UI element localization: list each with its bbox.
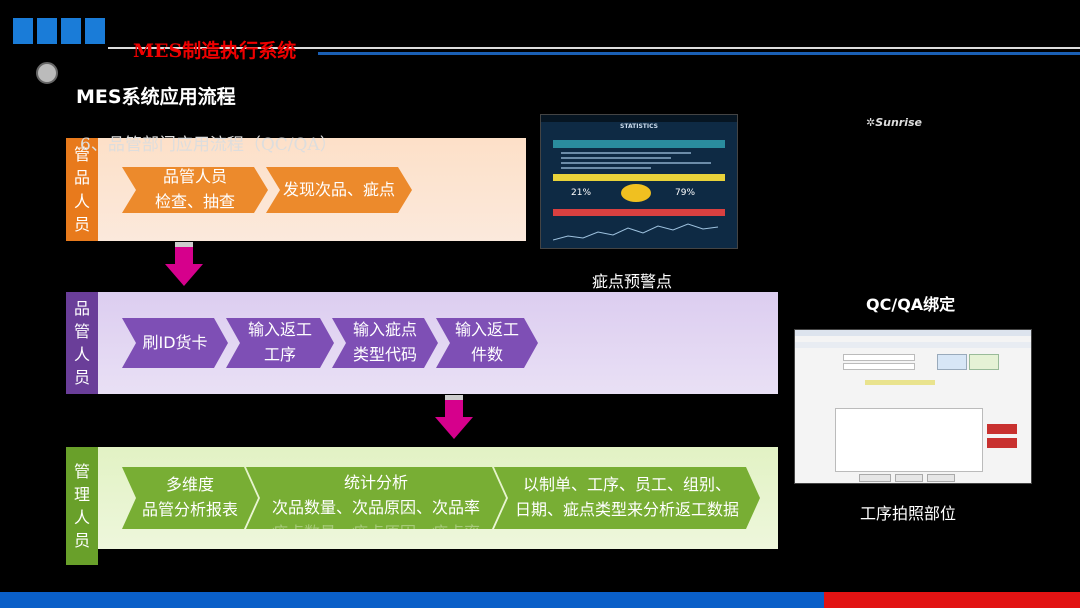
lane-label-char: 人 [73,508,90,527]
subsection-title: 6、品管部门应用流程（QC/QA） [80,135,337,155]
caption-defect-warning: 疵点预警点 [592,272,673,291]
lane-label-char: 员 [73,531,90,551]
progress-line [561,157,671,159]
footer-button [895,474,923,482]
lane-label-char: 品 [73,298,90,318]
step-text: 次品数量、次品原因、次品率 [271,497,480,517]
right-percent: 79% [675,188,696,198]
lane-inspection: 管 品 人 员 品管人员 检查、抽查 发现次品、疵点 [66,138,526,241]
action-button [969,354,999,370]
step-rework-analysis: 以制单、工序、员工、组别、 日期、疵点类型来分析返工数据 [494,467,760,529]
lane-qc-input: 品 管 人 员 刷ID货卡 输入返工 工序 输入疵点 类型代码 输入返工 件数 [66,292,778,394]
section-title: MES系统应用流程 [76,86,236,108]
lane-label: 管 理 人 员 [66,447,98,565]
step-input-rework-process: 输入返工 工序 [226,318,334,368]
footer-button [927,474,955,482]
toolbar [795,342,1031,348]
logo-block-3 [61,18,81,44]
lane-management: 管 理 人 员 多维度 品管分析报表 统计分析 次品数量、次品原因、次品率 疵点… [66,447,778,565]
lane-label: 品 管 人 员 [66,292,98,394]
lane-label-char: 人 [73,345,90,364]
desktop-app-screenshot [794,329,1032,484]
lane-label: 管 品 人 员 [66,138,98,241]
status-bar [541,115,737,122]
progress-line [561,162,711,164]
step-text: 品管人员 [162,167,227,187]
step-inspect: 品管人员 检查、抽查 [122,167,268,213]
lane-label-char: 管 [73,145,90,165]
step-text: 输入返工 [454,320,519,340]
caption-photo-position: 工序拍照部位 [860,504,957,523]
down-arrow-1 [165,242,203,286]
step-input-rework-count: 输入返工 件数 [436,318,538,368]
bullet-dot [36,62,58,84]
trend-line-chart [553,223,719,241]
step-report: 多维度 品管分析报表 [122,467,258,529]
step-text: 多维度 [165,475,214,495]
step-text: 输入返工 [247,320,312,340]
app-title: STATISTICS [620,123,658,130]
step-text: 刷ID货卡 [142,332,208,352]
step-text: 品管分析报表 [141,500,238,519]
lane-label-char: 员 [73,368,90,388]
window-titlebar [795,330,1031,336]
step-text: 发现次品、疵点 [282,179,395,199]
garment-thumb [987,424,1017,434]
alert-bar [553,209,725,216]
lane-label-char: 员 [73,214,90,234]
brand-logo: ✲Sunrise [866,116,922,129]
lane-label-char: 管 [73,321,90,341]
photo-area [835,408,983,472]
brand-icon: ✲ [866,116,876,129]
footer-bar-blue [0,592,824,608]
logo-block-4 [85,18,105,44]
step-text: 工序 [263,345,296,364]
logo-block-2 [37,18,57,44]
logo-block-1 [13,18,33,44]
step-input-defect-code: 输入疵点 类型代码 [332,318,438,368]
step-text: 类型代码 [352,345,417,364]
progress-line [561,152,691,154]
header-divider-light [108,47,1080,49]
footer-button [859,474,891,482]
system-title: MES制造执行系统 [133,40,297,62]
step-text: 检查、抽查 [154,192,235,211]
lane-label-char: 品 [73,168,90,188]
step-text: 输入疵点 [352,320,417,340]
step-text: 件数 [470,345,503,364]
highlight-field [865,380,935,385]
lane-label-char: 人 [73,191,90,211]
garment-thumb [987,438,1017,448]
lane-label-char: 管 [73,461,90,481]
step-text: 以制单、工序、员工、组别、 [522,475,731,495]
caption-qc-bind: QC/QA绑定 [866,295,956,314]
header-divider-blue [318,52,1080,55]
progress-line [561,167,651,169]
lane-label-char: 理 [73,484,90,504]
step-text: 疵点数量、疵点原因、疵点率 [272,521,480,529]
mobile-app-screenshot: STATISTICS 21% 79% [540,114,738,249]
form-field [843,363,915,370]
donut-chart [621,184,651,202]
step-text: 统计分析 [343,473,408,492]
warning-bar [553,174,725,181]
brand-name: Sunrise [875,116,923,129]
step-find-defect: 发现次品、疵点 [266,167,412,213]
overview-bar [553,140,725,148]
form-field [843,354,915,361]
step-text: 日期、疵点类型来分析返工数据 [514,500,739,519]
action-button [937,354,967,370]
step-swipe-card: 刷ID货卡 [122,318,228,368]
left-percent: 21% [571,188,592,198]
down-arrow-2 [435,395,473,439]
footer-bar-red [824,592,1080,608]
step-statistics: 统计分析 次品数量、次品原因、次品率 疵点数量、疵点原因、疵点率 [246,467,506,529]
